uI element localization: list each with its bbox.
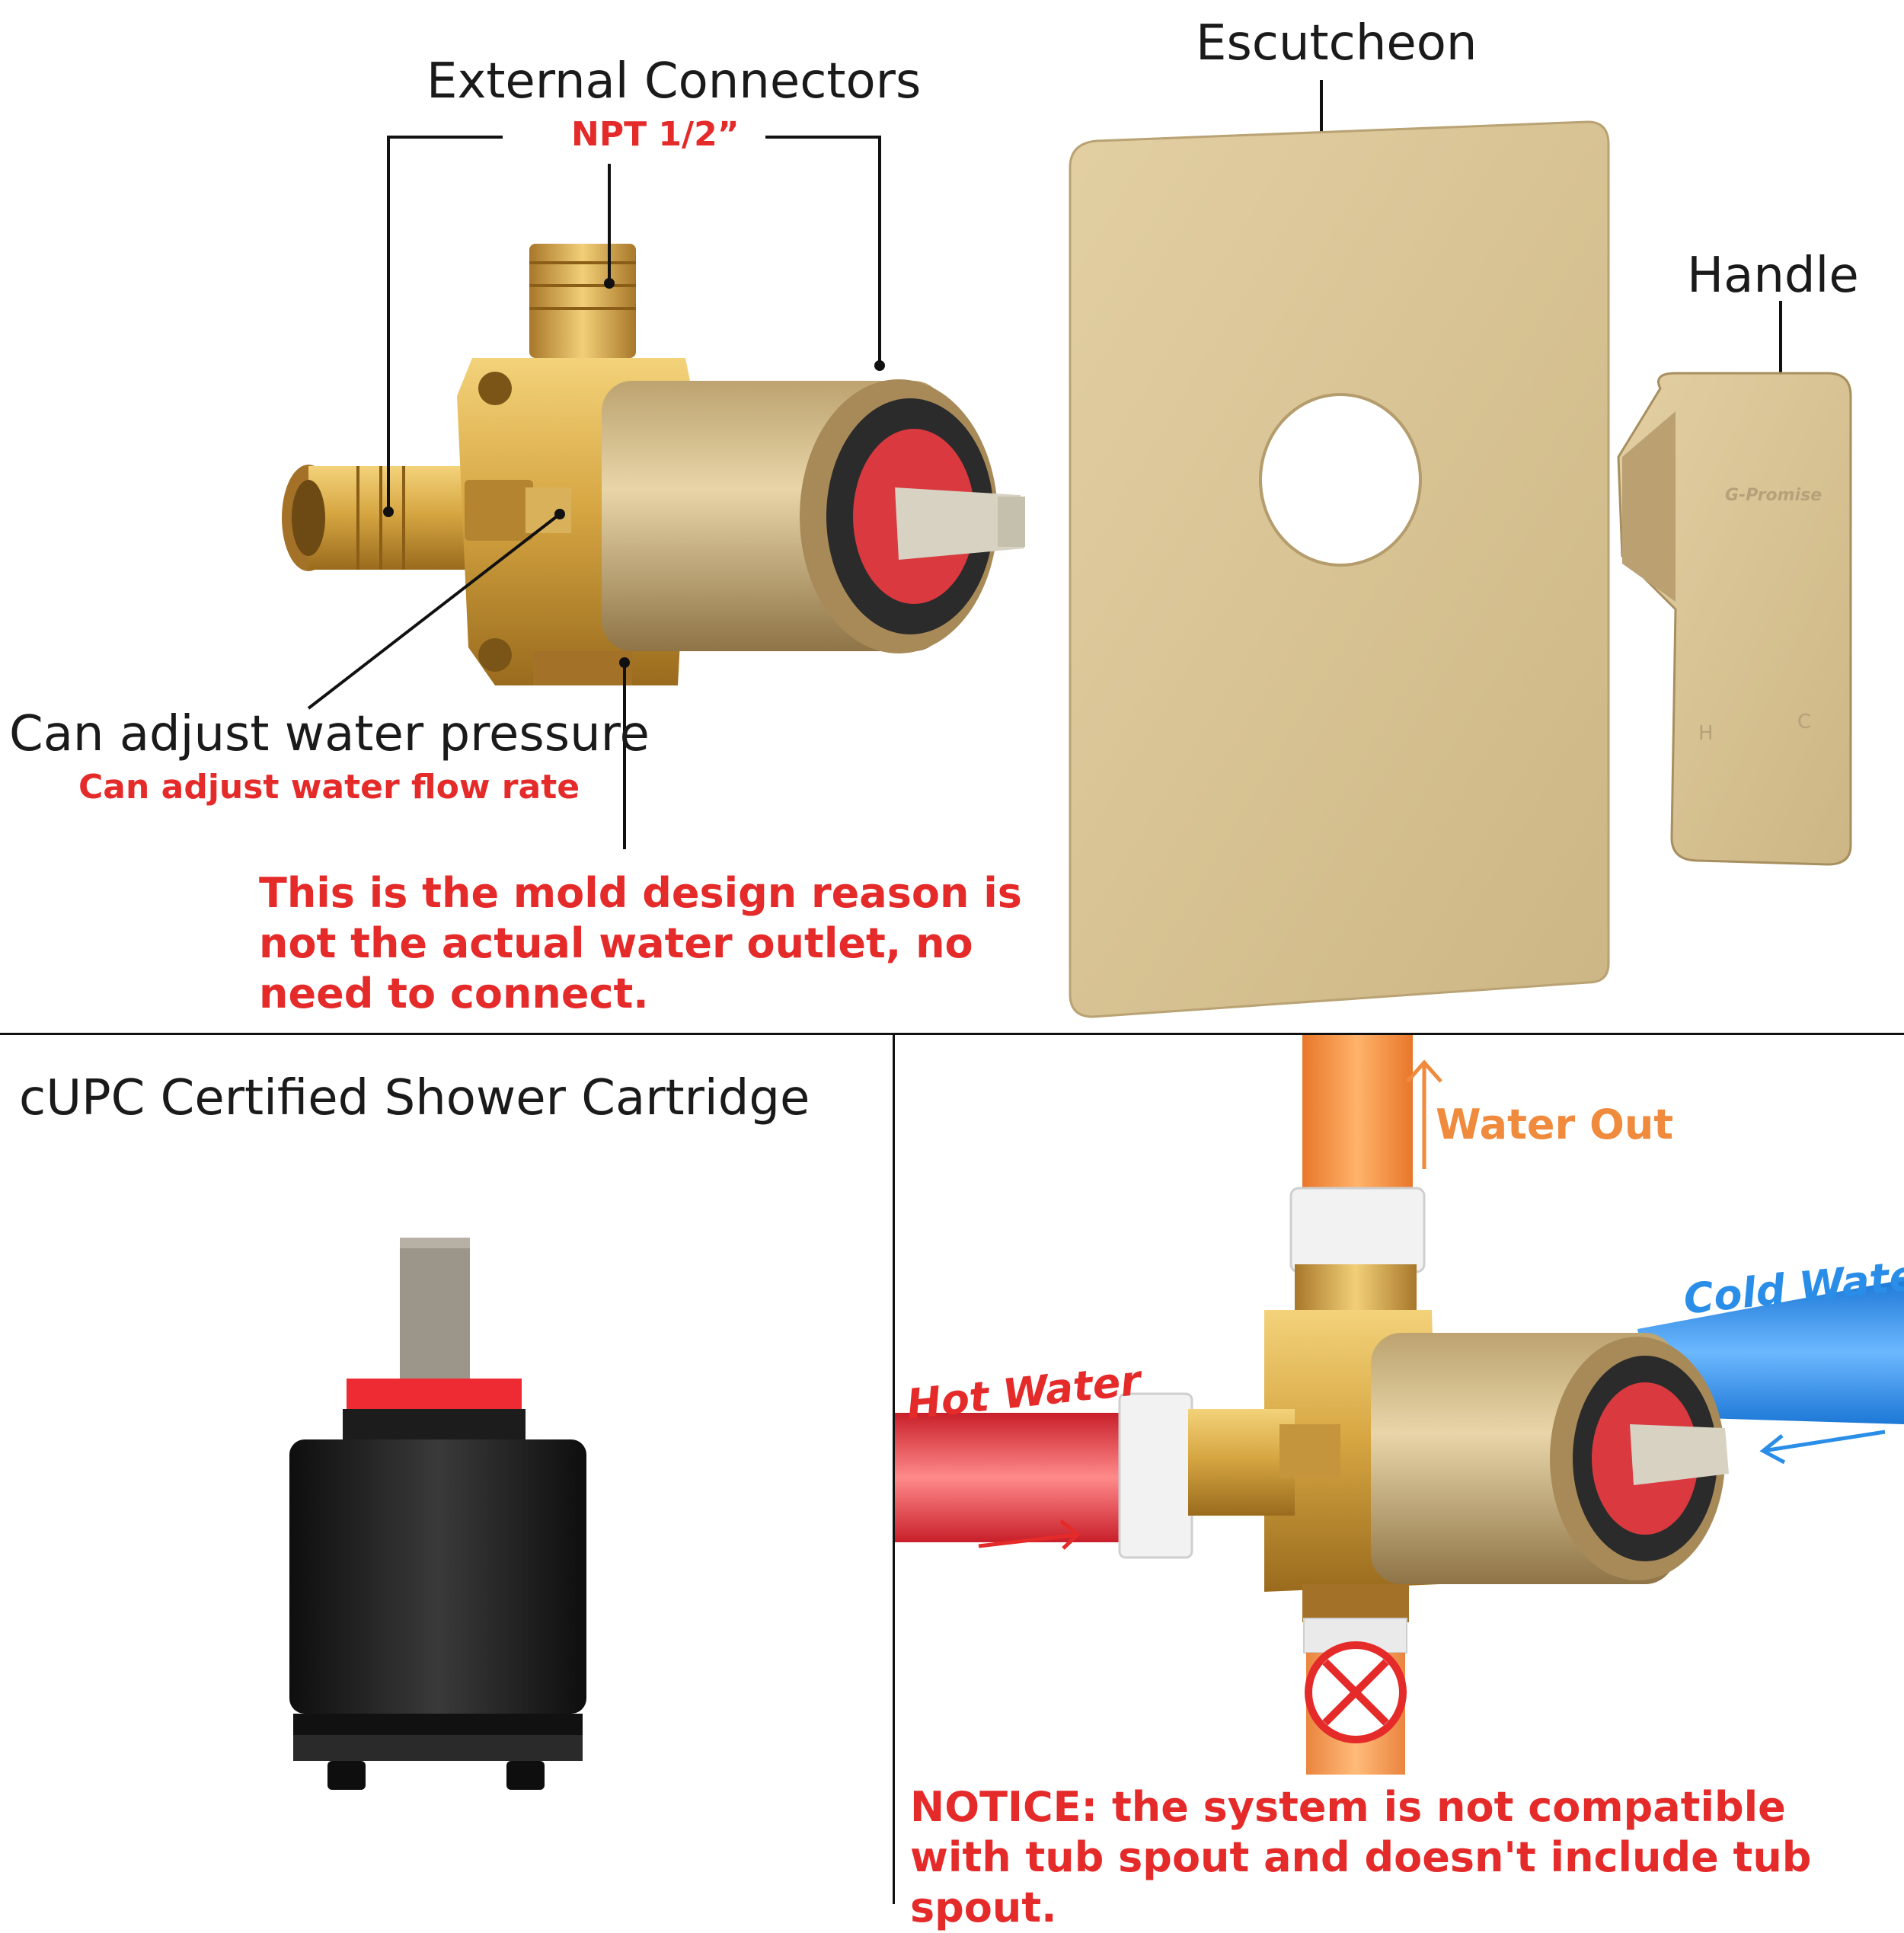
npt-size-label: NPT 1/2” <box>571 115 740 154</box>
section-divider-horizontal <box>0 1033 1904 1035</box>
pressure-label: Can adjust water pressure <box>9 706 650 762</box>
hot-mark: H <box>1698 722 1714 745</box>
notice-text: NOTICE: the system is not compatible wit… <box>910 1783 1812 1931</box>
cold-mark: C <box>1797 711 1812 733</box>
handle-label: Handle <box>1687 248 1859 304</box>
escutcheon-plate <box>1069 120 1610 1018</box>
valve-body-top <box>282 244 1025 685</box>
water-out-label: Water Out <box>1436 1101 1674 1149</box>
installation-diagram <box>895 1034 1904 1775</box>
mold-design-note: This is the mold design reason is not th… <box>259 869 1022 1018</box>
external-connectors-label: External Connectors <box>426 53 922 110</box>
cartridge-title: cUPC Certified Shower Cartridge <box>19 1070 810 1126</box>
handle-lever <box>1617 372 1852 866</box>
section-divider-vertical <box>893 1033 895 1904</box>
escutcheon-label: Escutcheon <box>1196 15 1478 72</box>
brand-mark: G-Promise <box>1725 486 1823 505</box>
shower-cartridge <box>289 1238 586 1790</box>
flow-rate-label: Can adjust water flow rate <box>78 768 580 807</box>
